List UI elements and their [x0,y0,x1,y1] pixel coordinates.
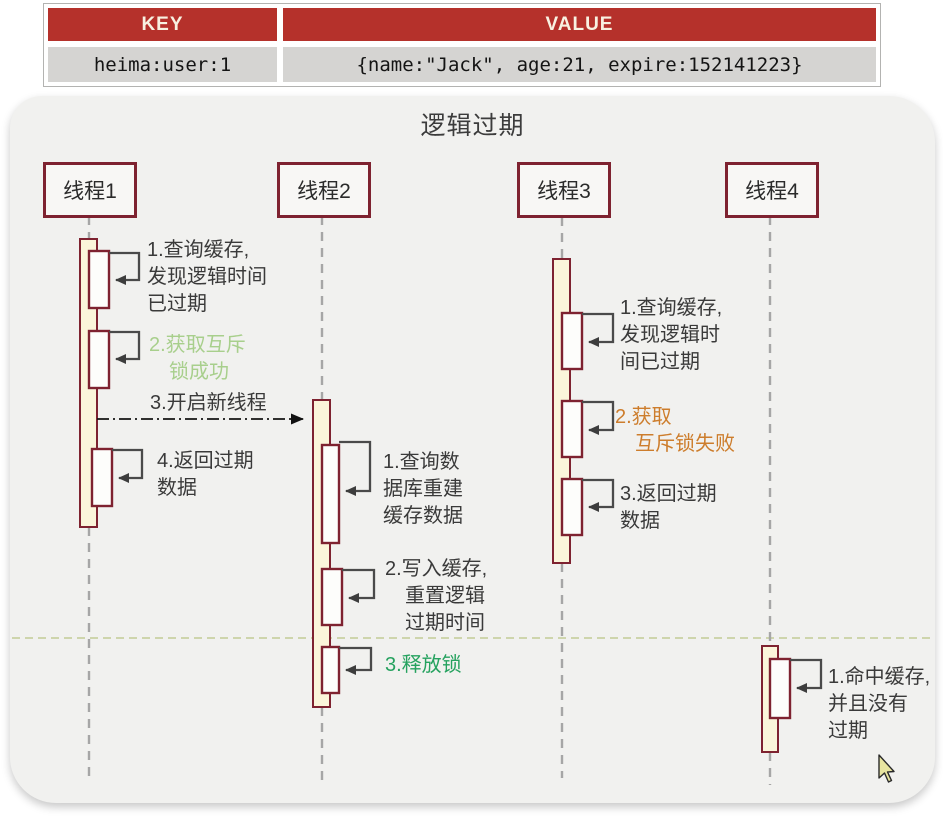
step-label-t1-lock-success: 2.获取互斥 锁成功 [149,334,246,383]
table-cell-value: {name:"Jack", age:21, expire:152141223} [283,47,876,82]
step-label-t2-write-cache: 2.写入缓存, 重置逻辑 过期时间 [385,558,488,634]
diagram-title: 逻辑过期 [420,112,525,140]
step-label-t4-cache-hit: 1.命中缓存, 并且没有 过期 [828,666,931,742]
table-header-key: KEY [48,8,277,41]
table-header-value: VALUE [283,8,876,41]
redis-key-value-table: KEY VALUE heima:user:1 {name:"Jack", age… [43,3,881,87]
thread-header-2: 线程2 [277,162,371,218]
thread-header-3: 线程3 [517,162,611,218]
step-label-t1-query-cache: 1.查询缓存, 发现逻辑时间 已过期 [147,239,267,315]
step-label-t1-start-thread: 3.开启新线程 [150,392,267,414]
step-label-t1-return-stale: 4.返回过期 数据 [157,450,254,499]
table-cell-key: heima:user:1 [48,47,277,82]
step-label-t3-query-cache: 1.查询缓存, 发现逻辑时 间已过期 [620,297,723,373]
step-label-t2-release-lock: 3.释放锁 [385,654,462,676]
thread-header-4: 线程4 [725,162,819,218]
step-label-t2-rebuild-cache: 1.查询数 据库重建 缓存数据 [383,451,463,527]
thread-header-1: 线程1 [43,162,137,218]
step-label-t3-lock-fail: 2.获取 互斥锁失败 [615,406,735,455]
step-label-t3-return-stale: 3.返回过期 数据 [620,483,717,532]
